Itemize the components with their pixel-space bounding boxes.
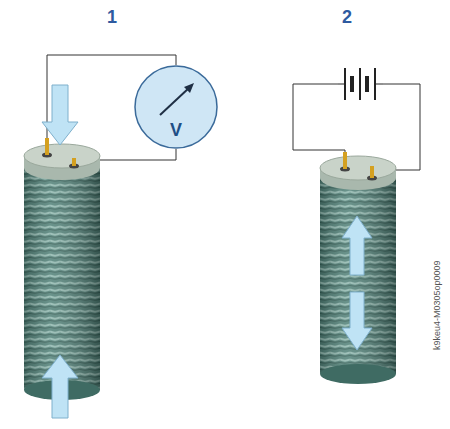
battery-symbol (338, 68, 383, 100)
meter-letter: V (170, 121, 182, 149)
motion-arrow (42, 85, 78, 418)
pin (340, 152, 377, 181)
voltmeter-dial: V (134, 65, 218, 149)
panel-number: 2 (342, 8, 352, 26)
watermark: k9keu4-M0305op0009 (433, 260, 442, 350)
motion-arrow (342, 216, 372, 350)
panel-number: 1 (107, 8, 117, 26)
coil (320, 156, 396, 384)
